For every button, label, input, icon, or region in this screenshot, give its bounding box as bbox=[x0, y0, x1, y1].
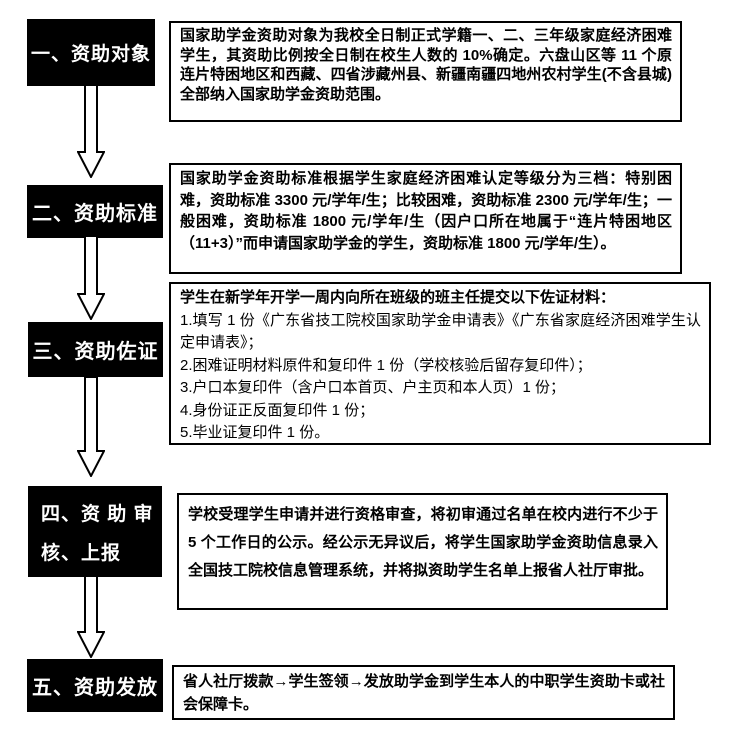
step-box-funding-disbursement: 五、资助发放 bbox=[27, 659, 163, 712]
step-box-review-and-report: 四、资 助 审 核、上报 bbox=[28, 486, 162, 577]
materials-header: 学生在新学年开学一周内向所在班级的班主任提交以下佐证材料： bbox=[180, 289, 616, 306]
description-text: 省人社厅拨款→学生签领→发放助学金到学生本人的中职学生资助卡或社会保障卡。 bbox=[183, 673, 665, 713]
material-item: 4.身份证正反面复印件 1 份； bbox=[180, 401, 375, 419]
down-arrow-icon bbox=[77, 85, 105, 178]
step-box-funding-target: 一、资助对象 bbox=[27, 19, 155, 86]
step-label: 五、资助发放 bbox=[32, 677, 158, 699]
material-item: 3.户口本复印件（含户口本首页、户主页和本人页）1 份； bbox=[180, 379, 566, 396]
step-label-line1: 四、资 助 审 bbox=[41, 503, 154, 525]
step-box-funding-standard: 二、资助标准 bbox=[27, 185, 163, 238]
description-text: 国家助学金资助对象为我校全日制正式学籍一、二、三年级家庭经济困难学生，其资助比例… bbox=[180, 27, 672, 103]
step-description-supporting-evidence: 学生在新学年开学一周内向所在班级的班主任提交以下佐证材料： 1.填写 1 份《广… bbox=[169, 282, 711, 445]
step-description-review-and-report: 学校受理学生申请并进行资格审查，将初审通过名单在校内进行不少于 5 个工作日的公… bbox=[177, 493, 668, 610]
material-item: 5.毕业证复印件 1 份。 bbox=[180, 424, 330, 441]
step-label-line2: 核、上报 bbox=[41, 542, 122, 564]
material-item: 1.填写 1 份《广东省技工院校国家助学金申请表》《广东省家庭经济困难学生认定申… bbox=[180, 311, 701, 352]
material-item: 2.困难证明材料原件和复印件 1 份（学校核验后留存复印件）； bbox=[180, 356, 592, 374]
step-description-funding-disbursement: 省人社厅拨款→学生签领→发放助学金到学生本人的中职学生资助卡或社会保障卡。 bbox=[172, 665, 675, 720]
down-arrow-icon bbox=[77, 236, 105, 320]
step-description-funding-target: 国家助学金资助对象为我校全日制正式学籍一、二、三年级家庭经济困难学生，其资助比例… bbox=[169, 21, 682, 122]
description-text: 学校受理学生申请并进行资格审查，将初审通过名单在校内进行不少于 5 个工作日的公… bbox=[188, 506, 658, 579]
step-label: 二、资助标准 bbox=[32, 203, 158, 225]
step-description-funding-standard: 国家助学金资助标准根据学生家庭经济困难认定等级分为三档：特别困难，资助标准 33… bbox=[169, 163, 682, 274]
step-label: 一、资助对象 bbox=[30, 44, 151, 65]
step-label: 三、资助佐证 bbox=[32, 341, 159, 363]
down-arrow-icon bbox=[77, 377, 105, 477]
down-arrow-icon bbox=[77, 576, 105, 658]
step-box-supporting-evidence: 三、资助佐证 bbox=[28, 322, 163, 377]
description-text: 国家助学金资助标准根据学生家庭经济困难认定等级分为三档：特别困难，资助标准 33… bbox=[180, 170, 672, 252]
